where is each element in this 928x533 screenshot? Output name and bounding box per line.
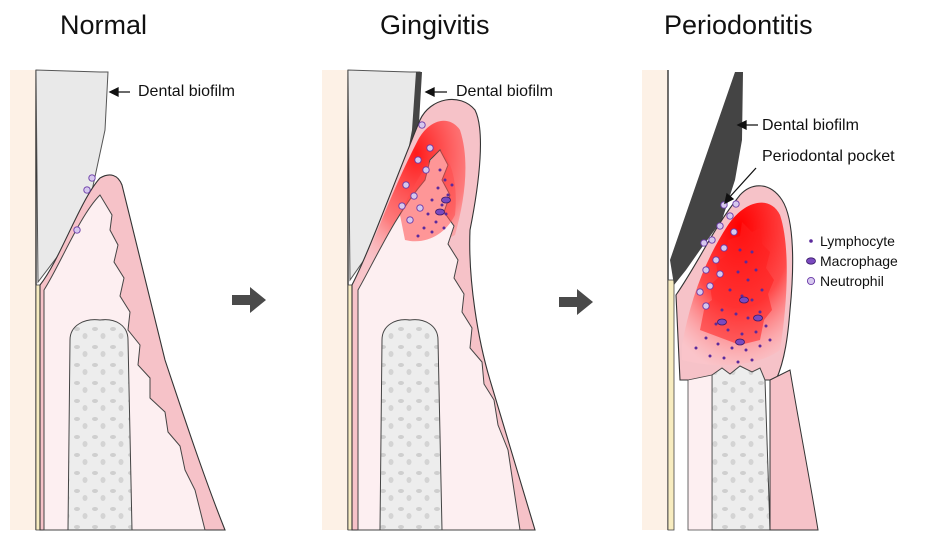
legend-neutrophil: Neutrophil bbox=[820, 273, 884, 289]
progression-arrow-icon bbox=[230, 285, 270, 315]
legend-symbols bbox=[807, 239, 816, 284]
legend-lymphocyte: Lymphocyte bbox=[820, 233, 895, 249]
label-dental-biofilm-gingivitis: Dental biofilm bbox=[456, 83, 553, 101]
legend-macrophage: Macrophage bbox=[820, 253, 898, 269]
lymphocyte-symbol bbox=[809, 239, 813, 243]
alveolar-bone bbox=[68, 320, 132, 530]
legend-label: Lymphocyte bbox=[820, 233, 895, 249]
panel-periodontitis bbox=[642, 70, 818, 530]
progression-arrow-icon bbox=[557, 287, 597, 317]
legend-label: Neutrophil bbox=[820, 273, 884, 289]
label-periodontal-pocket: Periodontal pocket bbox=[762, 148, 895, 166]
panel-gingivitis bbox=[322, 70, 535, 530]
label-dental-biofilm-normal: Dental biofilm bbox=[138, 83, 235, 101]
tooth-root bbox=[10, 70, 36, 530]
macrophage-symbol bbox=[807, 258, 816, 264]
neutrophil-symbol bbox=[807, 277, 814, 284]
panel-normal bbox=[10, 70, 225, 530]
legend-label: Macrophage bbox=[820, 253, 898, 269]
label-dental-biofilm-periodontitis: Dental biofilm bbox=[762, 117, 859, 135]
